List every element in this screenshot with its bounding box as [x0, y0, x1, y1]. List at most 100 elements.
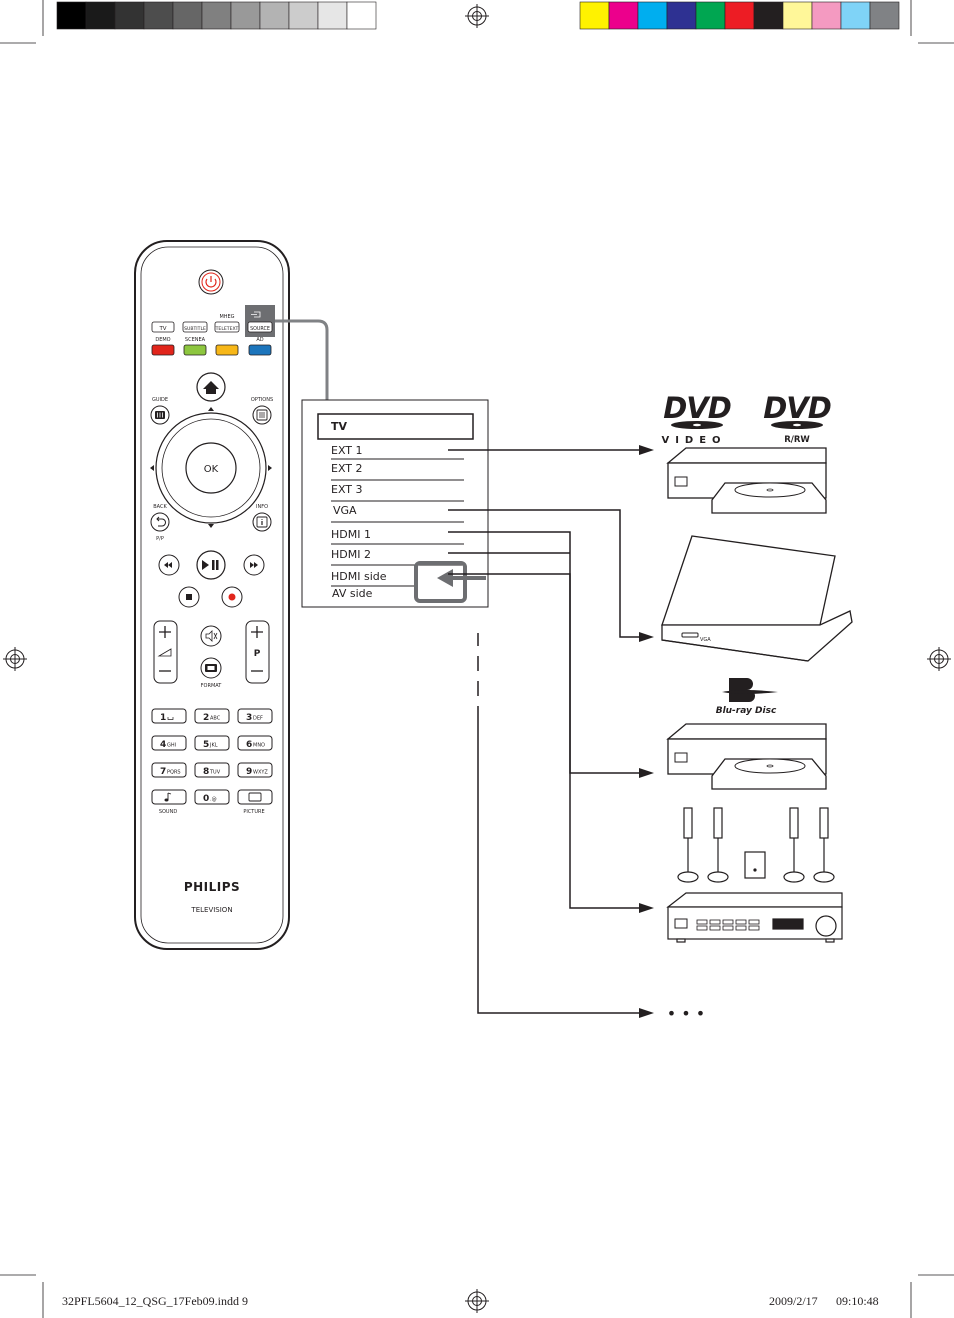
info-button[interactable]	[252, 512, 272, 532]
green-button[interactable]	[183, 344, 207, 356]
svg-text:TV: TV	[331, 420, 348, 433]
blue-button[interactable]	[248, 344, 272, 356]
color-swatch	[869, 1, 900, 30]
key-digit: 7	[160, 767, 166, 777]
key-letters: ABC	[210, 716, 221, 722]
footer-date: 2009/2/17	[769, 1294, 818, 1308]
keypad-key[interactable]: 1	[151, 708, 187, 724]
key-digit: 1	[160, 713, 166, 723]
yellow-button[interactable]	[215, 344, 239, 356]
menu-item-hdmi2[interactable]: HDMI 2	[331, 548, 371, 561]
menu-item-ext2[interactable]: EXT 2	[331, 462, 363, 475]
key-digit: 3	[246, 713, 252, 723]
keypad-key[interactable]	[151, 789, 187, 805]
key-digit: 8	[203, 767, 209, 777]
nav-down-arrow[interactable]	[208, 524, 214, 528]
svg-text:SUBTITLE: SUBTITLE	[184, 326, 206, 332]
source-button[interactable]: SOURCE	[247, 321, 273, 333]
home-button[interactable]	[196, 372, 226, 402]
guide-label: GUIDE	[152, 397, 168, 403]
menu-item-tv[interactable]: TV	[317, 413, 474, 440]
nav-right-arrow[interactable]	[268, 465, 272, 471]
fast-forward-button[interactable]	[243, 554, 265, 576]
tv-button[interactable]: TV	[151, 321, 175, 333]
program-rocker[interactable]: P	[245, 620, 270, 684]
registration-mark-right	[927, 647, 951, 671]
color-swatch	[840, 1, 871, 30]
options-button[interactable]	[252, 405, 272, 425]
key-letters: DEF	[253, 716, 263, 722]
play-pause-icon	[202, 560, 209, 570]
rewind-icon	[164, 562, 172, 568]
dvd-video-logo: DVD VIDEO	[661, 391, 731, 446]
red-button[interactable]	[151, 344, 175, 356]
power-button[interactable]	[198, 269, 224, 295]
bluray-logo: Blu-ray Disc	[716, 678, 778, 716]
picture-icon	[248, 792, 262, 802]
options-label: OPTIONS	[251, 397, 273, 403]
back-button[interactable]	[150, 512, 170, 532]
menu-item-vga[interactable]: VGA	[333, 504, 357, 517]
rewind-button[interactable]	[158, 554, 180, 576]
color-swatch	[811, 1, 842, 30]
gray-color-bar	[56, 1, 377, 30]
menu-item-hdmi1[interactable]: HDMI 1	[331, 528, 371, 541]
svg-text:DVD: DVD	[663, 391, 731, 425]
color-swatch	[666, 1, 697, 30]
subtitle-button[interactable]: SUBTITLE	[182, 321, 208, 333]
av-receiver-icon	[666, 892, 843, 943]
key-digit: 2	[203, 713, 209, 723]
keypad-key[interactable]	[237, 789, 273, 805]
volume-rocker[interactable]	[153, 620, 178, 684]
nav-left-arrow[interactable]	[150, 465, 154, 471]
menu-item-ext1[interactable]: EXT 1	[331, 444, 363, 457]
svg-text:VGA: VGA	[700, 637, 711, 643]
key-digit: 5	[203, 740, 209, 750]
bluray-player-icon	[666, 723, 827, 790]
pp-label: P/P	[156, 536, 164, 542]
menu-item-av-side[interactable]: AV side	[332, 587, 373, 600]
laptop-icon: VGA	[661, 535, 853, 662]
connection-arrowheads	[639, 445, 654, 1018]
volume-icon	[157, 648, 172, 657]
mute-button[interactable]	[200, 625, 222, 647]
home-icon	[203, 381, 219, 394]
guide-button[interactable]	[150, 405, 170, 425]
footer-time: 09:10:48	[836, 1294, 879, 1308]
ok-button[interactable]: OK	[185, 442, 237, 494]
key-digit: 9	[246, 767, 252, 777]
bluray-icon	[729, 678, 755, 702]
program-label: P	[254, 649, 261, 659]
color-swatch	[637, 1, 668, 30]
mheg-label: MHEG	[219, 314, 234, 320]
color-swatch	[579, 1, 610, 30]
gray-swatch	[85, 1, 116, 30]
menu-item-ext3[interactable]: EXT 3	[331, 483, 363, 496]
play-pause-button[interactable]	[196, 550, 226, 580]
teletext-button[interactable]: TELETEXT	[214, 321, 240, 333]
menu-item-hdmi-side[interactable]: HDMI side	[331, 570, 387, 583]
key-letters: JKL	[209, 743, 218, 749]
volume-up-icon	[159, 626, 171, 638]
nav-up-arrow[interactable]	[208, 407, 214, 411]
format-button[interactable]	[200, 657, 222, 679]
gray-swatch	[201, 1, 232, 30]
key-digit: 0	[203, 794, 209, 804]
back-icon	[156, 516, 166, 527]
speaker-icon	[813, 807, 835, 883]
svg-text:R/RW: R/RW	[784, 435, 810, 445]
stop-button[interactable]	[178, 586, 200, 608]
gray-swatch	[230, 1, 261, 30]
record-button[interactable]	[221, 586, 243, 608]
speaker-icon	[707, 807, 729, 883]
keypad-key[interactable]: 0.@	[194, 789, 230, 805]
key-digit: 6	[246, 740, 252, 750]
